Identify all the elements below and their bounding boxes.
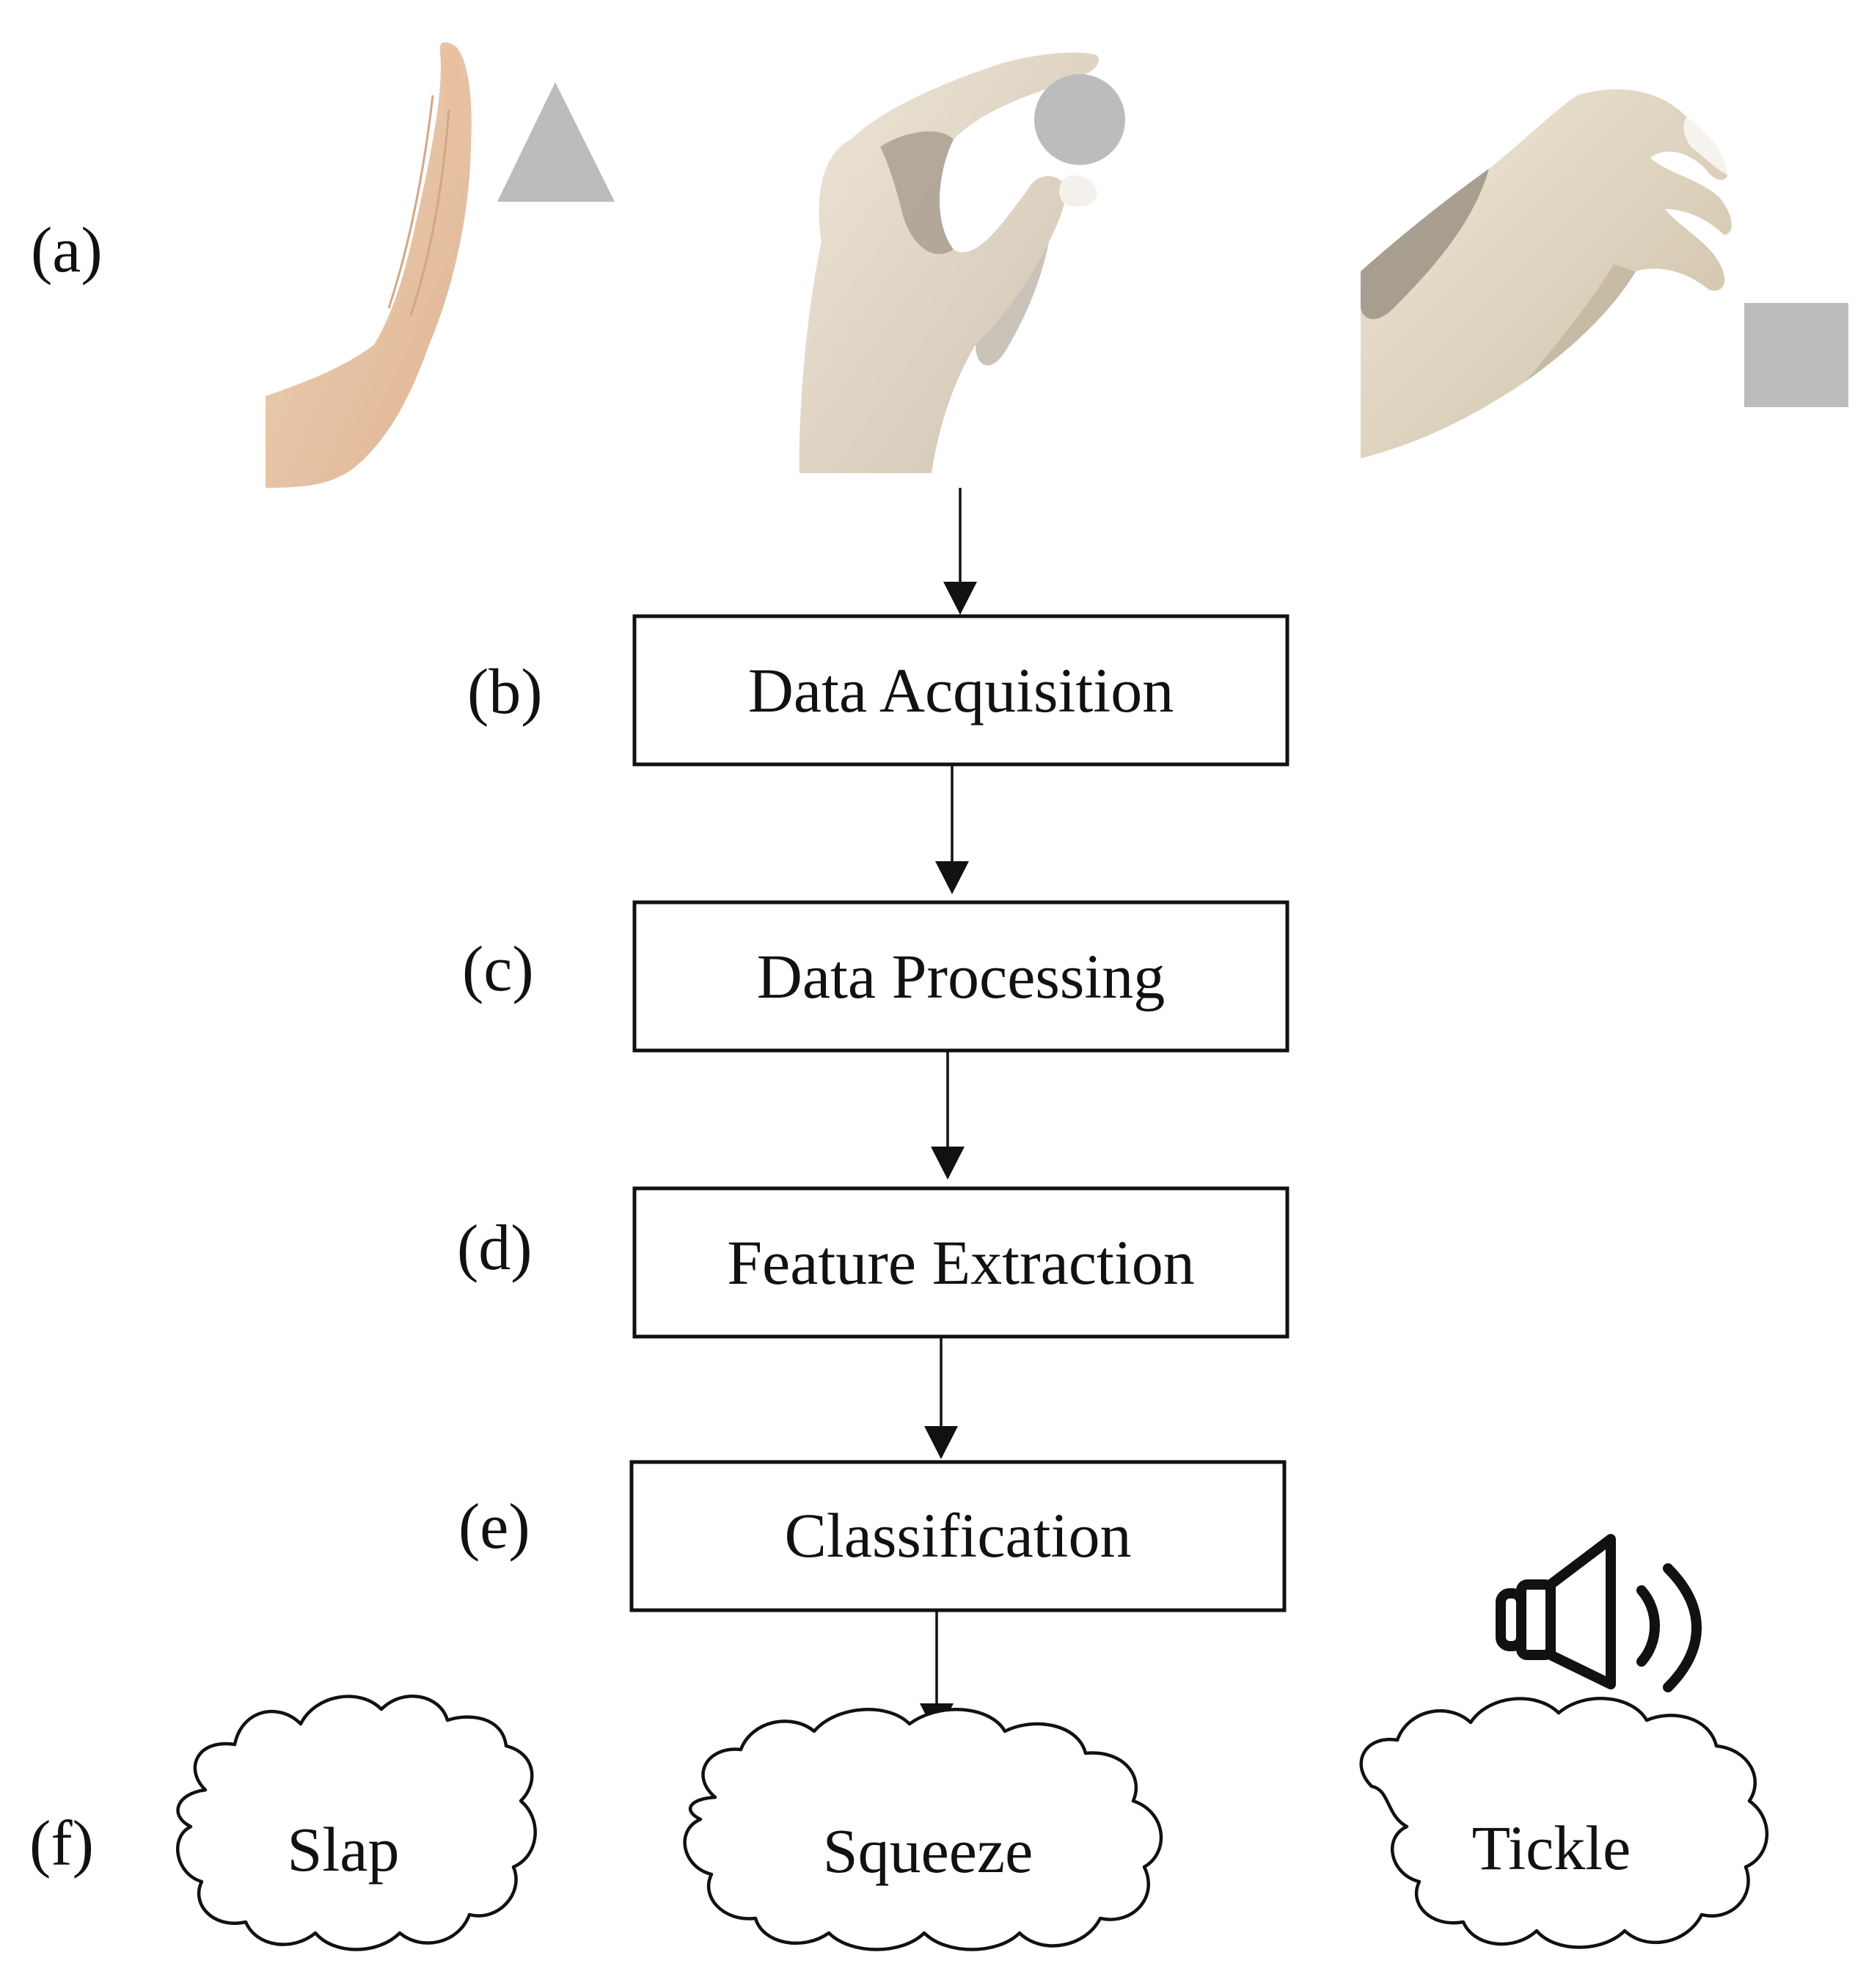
output-tickle-text: Tickle bbox=[1472, 1813, 1631, 1883]
claw-hand bbox=[1361, 89, 1732, 458]
output-slap: Slap bbox=[176, 1695, 537, 1951]
step-data-acquisition-text: Data Acquisition bbox=[748, 655, 1174, 726]
output-tickle: Tickle bbox=[1359, 1697, 1768, 1949]
step-data-acquisition: Data Acquisition bbox=[632, 614, 1289, 767]
arrow-b-to-c bbox=[935, 764, 969, 894]
label-a: (a) bbox=[31, 215, 103, 286]
step-feature-extraction-text: Feature Extraction bbox=[727, 1227, 1195, 1298]
pinch-hand bbox=[799, 52, 1100, 474]
step-feature-extraction: Feature Extraction bbox=[632, 1186, 1289, 1339]
square-shape bbox=[1744, 303, 1848, 407]
label-c: (c) bbox=[462, 934, 534, 1005]
open-palm-hand bbox=[266, 42, 472, 488]
step-classification-text: Classification bbox=[785, 1500, 1132, 1571]
speaker-icon bbox=[1496, 1534, 1702, 1692]
label-f: (f) bbox=[29, 1808, 94, 1879]
triangle-shape bbox=[497, 82, 615, 202]
label-b: (b) bbox=[467, 657, 543, 728]
step-data-processing: Data Processing bbox=[632, 900, 1289, 1053]
label-d: (d) bbox=[457, 1213, 533, 1284]
label-e: (e) bbox=[458, 1491, 530, 1563]
arrow-d-to-e bbox=[924, 1337, 958, 1459]
circle-shape bbox=[1034, 74, 1125, 165]
arrow-c-to-d bbox=[931, 1050, 965, 1180]
output-squeeze: Squeeze bbox=[683, 1708, 1163, 1951]
step-data-processing-text: Data Processing bbox=[757, 941, 1165, 1012]
arrow-a-to-b bbox=[943, 488, 977, 615]
output-slap-text: Slap bbox=[288, 1814, 400, 1885]
output-squeeze-text: Squeeze bbox=[823, 1816, 1033, 1886]
step-classification: Classification bbox=[629, 1460, 1287, 1612]
